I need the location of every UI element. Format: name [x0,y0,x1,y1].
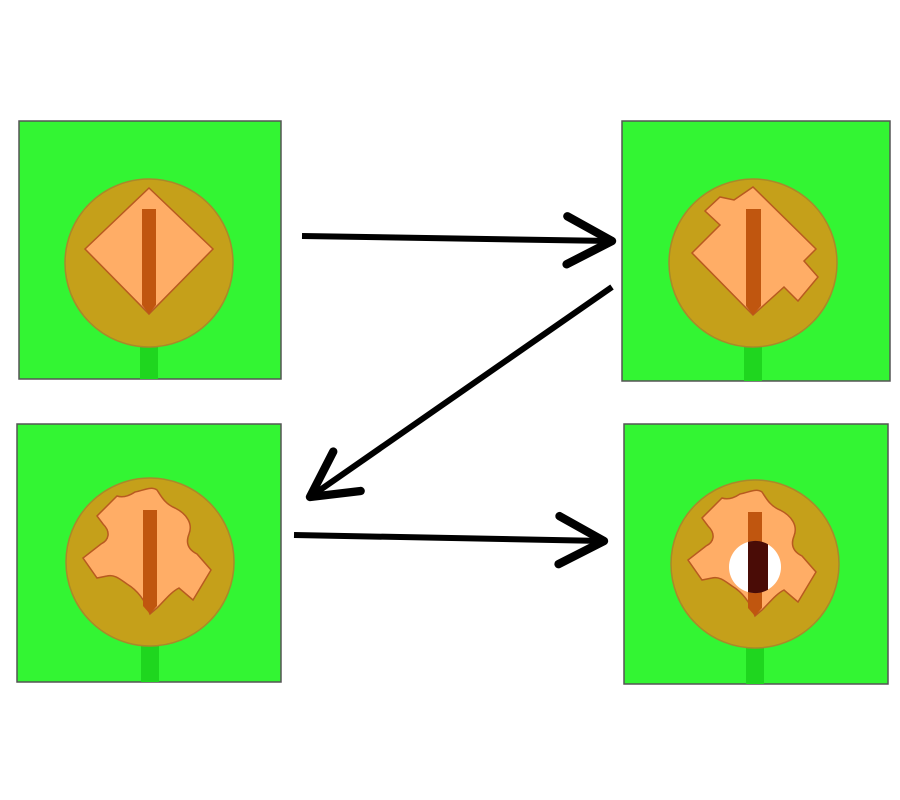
hole-dark-core [748,540,768,594]
needle [143,510,157,614]
arrow-stage-2-to-3 [305,284,614,502]
arrow-stage-3-to-4 [293,511,609,569]
panel-stage-1 [18,120,282,380]
arrow-stage-1-to-2 [301,212,617,269]
panel-stage-4 [623,423,889,685]
needle [746,209,761,315]
needle [142,209,156,314]
panel-stage-3 [16,423,282,683]
panel-stage-2 [621,120,891,382]
